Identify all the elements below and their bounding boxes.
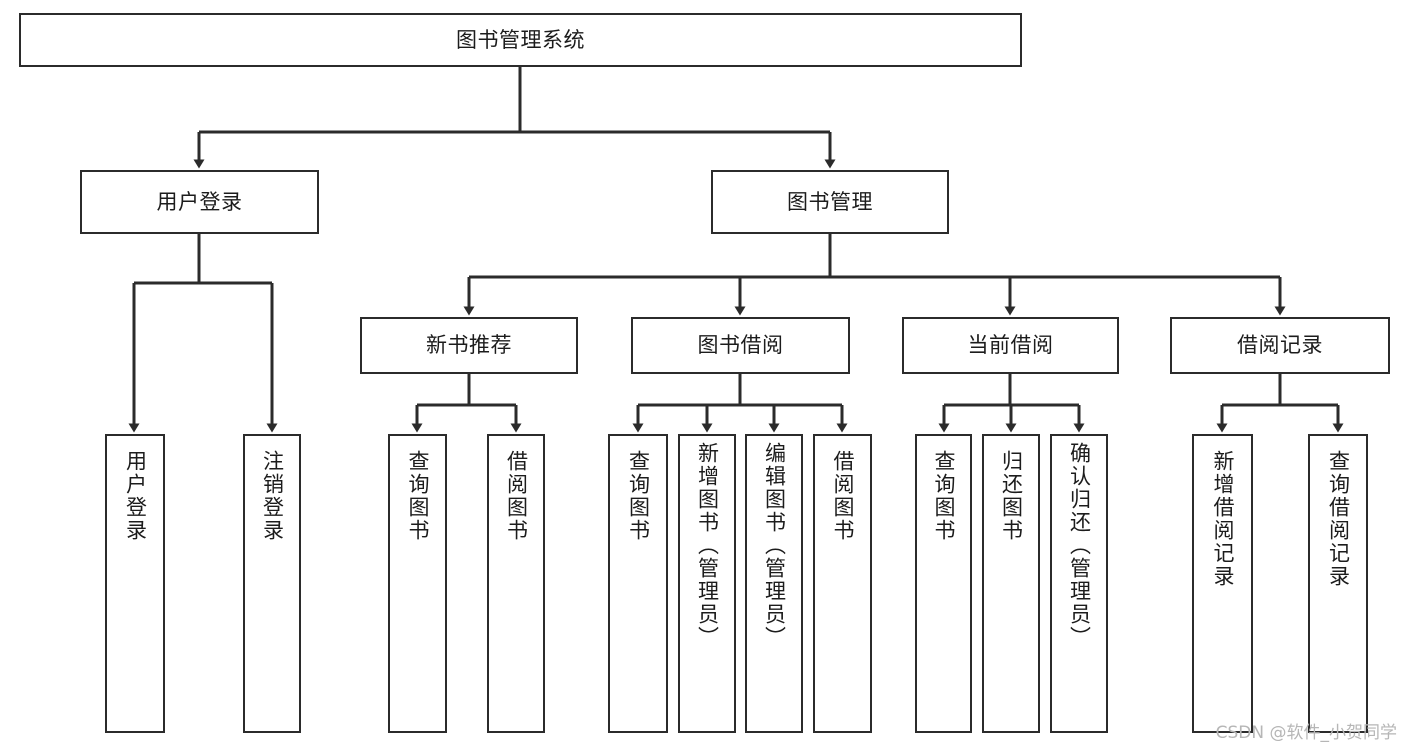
node-leaf-bb-edit[interactable]: 编辑图书（管理员） <box>745 434 803 733</box>
node-leaf-bb-borrow-label: 借阅图书 <box>831 450 855 542</box>
node-book-borrow-label: 图书借阅 <box>697 333 784 358</box>
node-book-manage-label: 图书管理 <box>787 189 873 214</box>
node-leaf-user-login[interactable]: 用户登录 <box>105 434 165 733</box>
node-leaf-bb-query[interactable]: 查询图书 <box>608 434 668 733</box>
node-current-borrow[interactable]: 当前借阅 <box>902 317 1119 374</box>
node-user-login-label: 用户登录 <box>156 189 243 214</box>
node-leaf-br-query-label: 查询借阅记录 <box>1326 450 1351 588</box>
node-leaf-user-logout-label: 注销登录 <box>260 450 285 542</box>
node-leaf-rec-query-label: 查询图书 <box>406 450 430 542</box>
node-leaf-bb-borrow[interactable]: 借阅图书 <box>813 434 872 733</box>
node-new-book-rec-label: 新书推荐 <box>426 333 512 358</box>
node-current-borrow-label: 当前借阅 <box>967 333 1054 358</box>
node-leaf-cb-confirm[interactable]: 确认归还（管理员） <box>1050 434 1108 733</box>
csdn-watermark: CSDN @软件_小贺同学 <box>1215 723 1397 743</box>
node-root[interactable]: 图书管理系统 <box>19 13 1022 67</box>
node-leaf-cb-query-label: 查询图书 <box>932 450 956 542</box>
node-leaf-bb-edit-label: 编辑图书（管理员） <box>762 442 787 649</box>
node-user-login[interactable]: 用户登录 <box>80 170 319 234</box>
node-leaf-rec-borrow[interactable]: 借阅图书 <box>487 434 545 733</box>
node-leaf-user-logout[interactable]: 注销登录 <box>243 434 301 733</box>
node-leaf-bb-query-label: 查询图书 <box>626 450 651 542</box>
node-leaf-rec-borrow-label: 借阅图书 <box>504 450 529 542</box>
node-leaf-bb-add-label: 新增图书（管理员） <box>695 442 720 649</box>
node-leaf-user-login-label: 用户登录 <box>123 450 148 542</box>
node-book-manage[interactable]: 图书管理 <box>711 170 949 234</box>
node-leaf-cb-query[interactable]: 查询图书 <box>915 434 972 733</box>
node-leaf-rec-query[interactable]: 查询图书 <box>388 434 447 733</box>
node-leaf-bb-add[interactable]: 新增图书（管理员） <box>678 434 736 733</box>
node-leaf-cb-confirm-label: 确认归还（管理员） <box>1067 442 1092 649</box>
node-leaf-br-add[interactable]: 新增借阅记录 <box>1192 434 1253 733</box>
node-leaf-cb-return[interactable]: 归还图书 <box>982 434 1040 733</box>
node-borrow-record[interactable]: 借阅记录 <box>1170 317 1390 374</box>
node-leaf-cb-return-label: 归还图书 <box>999 450 1024 542</box>
node-new-book-rec[interactable]: 新书推荐 <box>360 317 578 374</box>
node-leaf-br-add-label: 新增借阅记录 <box>1211 450 1235 588</box>
node-book-borrow[interactable]: 图书借阅 <box>631 317 850 374</box>
node-root-label: 图书管理系统 <box>456 27 585 52</box>
node-borrow-record-label: 借阅记录 <box>1237 333 1323 358</box>
node-leaf-br-query[interactable]: 查询借阅记录 <box>1308 434 1368 733</box>
